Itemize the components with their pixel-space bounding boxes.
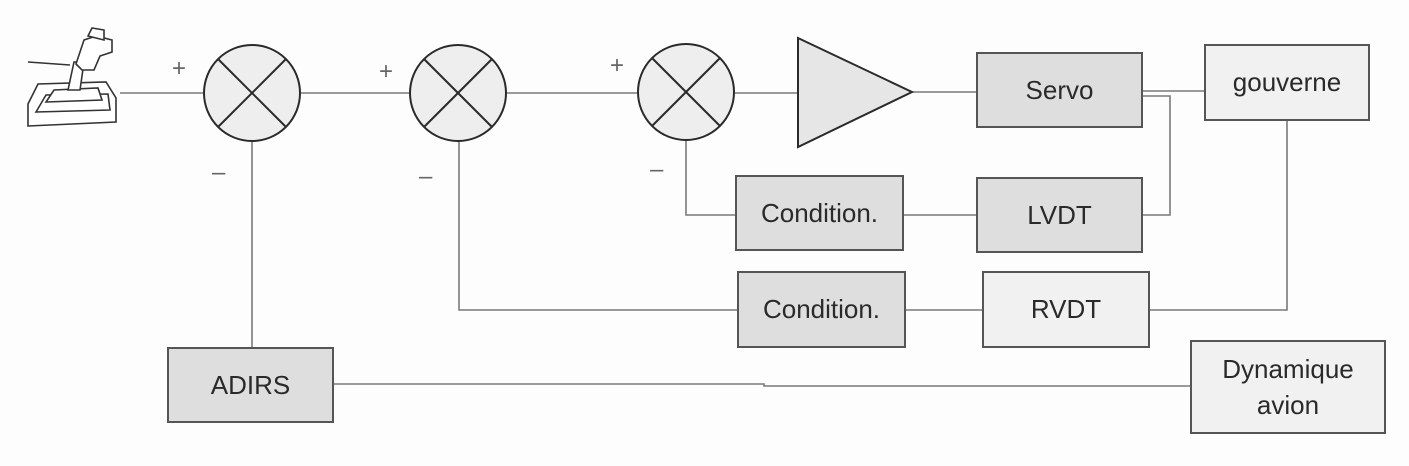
sum3-minus-sign: – [650,156,664,183]
wire-dynamics-to-adirs [333,383,1191,387]
gouverne-block: gouverne [1204,44,1370,121]
summing-junction-2: + – [379,44,507,190]
wire-conditioner-to-sum2 [458,141,738,311]
rvdt-label: RVDT [1031,294,1101,324]
conditioner-outer-label: Condition. [763,294,880,324]
adirs-block: ADIRS [167,347,334,423]
wire-conditioner-to-sum3 [685,140,736,216]
amplifier-triangle-icon [797,36,915,149]
avion-label: avion [1257,390,1319,420]
sum1-plus-sign: + [172,55,186,82]
wire-servo-to-lvdt [1142,95,1171,216]
servo-label: Servo [1026,75,1094,105]
conditioner-inner-label: Condition. [761,198,878,228]
summing-junction-3: + – [610,43,735,183]
dynamique-label: Dynamique [1222,354,1354,384]
joystick-icon [27,27,117,127]
sum2-plus-sign: + [379,58,393,85]
adirs-label: ADIRS [211,370,290,400]
signal-wires [120,90,1288,387]
conditioner-inner-block: Condition. [735,175,904,251]
dynamique-avion-block: Dynamique avion [1190,340,1386,434]
summing-junction-1: + – [172,44,301,186]
sum3-plus-sign: + [610,52,624,79]
rvdt-block: RVDT [982,271,1150,348]
servo-block: Servo [976,52,1143,128]
sum2-minus-sign: – [419,163,433,190]
gouverne-label: gouverne [1233,67,1341,97]
conditioner-outer-block: Condition. [737,271,906,348]
lvdt-label: LVDT [1027,200,1092,230]
lvdt-block: LVDT [976,177,1143,253]
wire-gouverne-to-rvdt [1149,120,1288,311]
sum1-minus-sign: – [212,159,226,186]
